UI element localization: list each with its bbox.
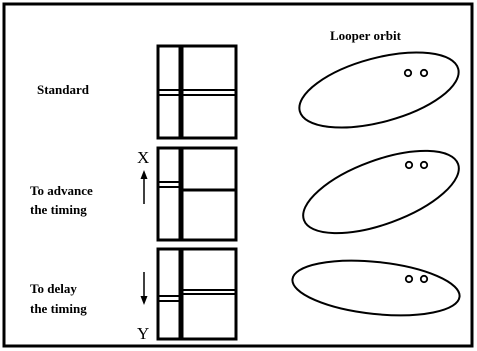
needle-bar-standard [156,44,238,140]
outer-frame [2,2,474,348]
looper-orbit-title: Looper orbit [330,28,402,43]
orbit-ellipse [302,149,460,235]
needle-bar-advance [156,146,238,242]
marker-letter-x: X [137,148,149,167]
needle-bar-delay [156,247,238,341]
row-label-delay-line2: the timing [30,301,87,316]
looper-orbit-advance [302,149,460,235]
marker-letter-y: Y [137,324,149,343]
looper-point [419,160,429,170]
row-advance: X To advance the timing [30,146,460,242]
row-standard: Standard [37,44,460,140]
looper-orbit-delay [291,259,461,317]
down-arrow-icon [140,272,148,305]
row-label-advance-line2: the timing [30,202,87,217]
looper-point [419,68,429,78]
up-arrow-icon [140,170,148,204]
looper-point [404,160,414,170]
looper-point [404,274,414,284]
looper-orbit-standard [298,51,460,129]
looper-point [419,274,429,284]
orbit-ellipse [291,259,461,317]
row-delay: To delay the timing Y [30,247,461,343]
row-label-advance-line1: To advance [30,183,93,198]
row-label-delay-line1: To delay [30,281,77,296]
orbit-ellipse [298,51,460,129]
row-label-standard: Standard [37,82,90,97]
looper-point [403,68,413,78]
